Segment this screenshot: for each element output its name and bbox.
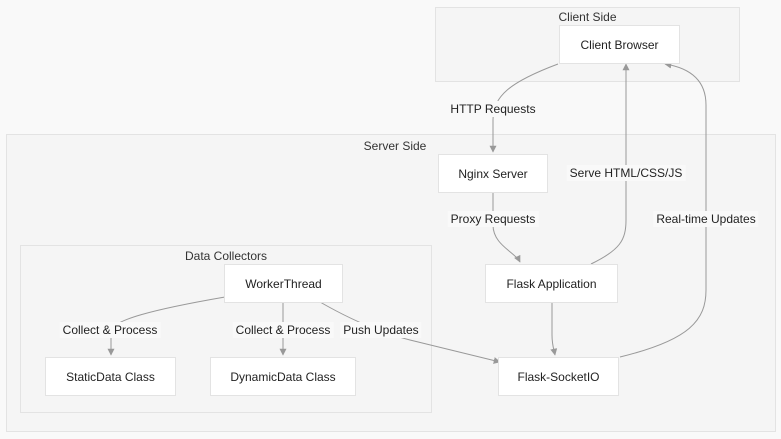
flask-socketio-label: Flask-SocketIO — [517, 369, 600, 384]
static-data-class-label: StaticData Class — [66, 369, 155, 384]
edge-label-http-requests: HTTP Requests — [447, 101, 539, 117]
edge-http-requests — [489, 63, 559, 153]
client-browser-node[interactable]: Client Browser — [559, 25, 680, 64]
edge-app-to-socketio — [550, 302, 558, 356]
nginx-server-label: Nginx Server — [458, 166, 528, 181]
edge-proxy-requests — [492, 193, 521, 263]
flask-socketio-node[interactable]: Flask-SocketIO — [498, 357, 619, 396]
static-data-class-node[interactable]: StaticData Class — [45, 357, 176, 396]
edge-label-collect-dynamic: Collect & Process — [232, 322, 334, 338]
nginx-server-node[interactable]: Nginx Server — [438, 154, 548, 193]
edge-label-serve-html: Serve HTML/CSS/JS — [566, 165, 686, 181]
client-browser-label: Client Browser — [580, 37, 659, 52]
server-side-label: Server Side — [363, 139, 427, 153]
edge-realtime-updates — [619, 61, 707, 358]
dynamic-data-class-label: DynamicData Class — [230, 369, 336, 384]
data-collectors-label: Data Collectors — [184, 249, 268, 263]
edge-label-push-updates: Push Updates — [340, 322, 422, 338]
client-side-cluster: Client Side — [435, 7, 740, 82]
dynamic-data-class-node[interactable]: DynamicData Class — [210, 357, 356, 396]
edge-serve-html — [590, 63, 630, 265]
edge-label-realtime-updates: Real-time Updates — [653, 211, 759, 227]
worker-thread-label: WorkerThread — [245, 276, 322, 291]
client-side-label: Client Side — [558, 10, 617, 24]
edge-label-proxy-requests: Proxy Requests — [447, 211, 539, 227]
edge-label-collect-static: Collect & Process — [59, 322, 161, 338]
flask-application-label: Flask Application — [506, 276, 597, 291]
worker-thread-node[interactable]: WorkerThread — [224, 264, 343, 303]
flask-application-node[interactable]: Flask Application — [485, 264, 618, 303]
